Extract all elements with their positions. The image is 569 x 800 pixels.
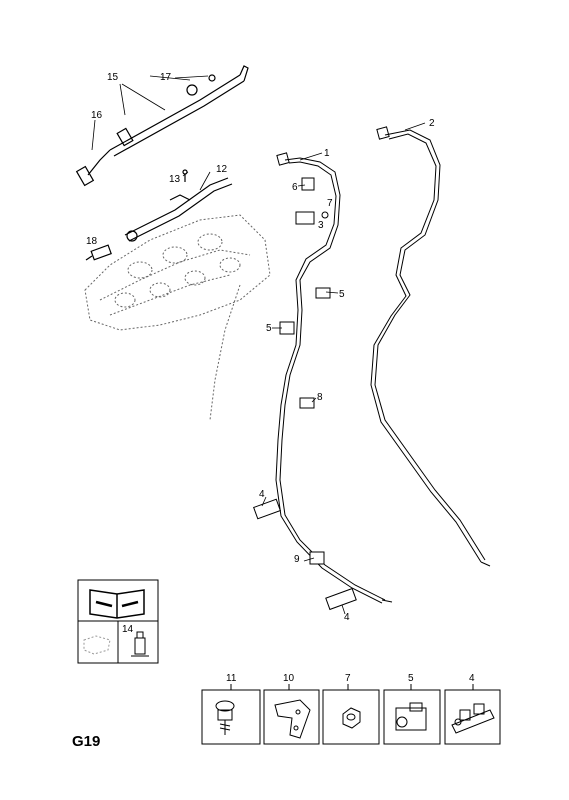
callout-7: 7 [327,198,333,209]
reference-box: 14 [77,579,159,664]
part-5-box: 5 [383,673,441,745]
fuel-rail [75,65,249,187]
bracket-icon [274,699,311,739]
callout-16: 16 [91,110,103,121]
callout-18: 18 [86,236,98,247]
callout-12: 12 [216,164,228,175]
parts-strip: 11 10 7 [201,673,501,745]
fuel-rail-lower [124,169,233,242]
fuel-line-2 [370,126,491,567]
callout-15: 15 [107,72,119,83]
callout-5-lower: 5 [266,323,272,334]
engine-manifold-sketch [84,214,271,421]
injector-18 [85,244,112,261]
callout-4-upper: 4 [259,489,265,500]
callout-3: 3 [318,220,324,231]
part-7-box: 7 [322,673,380,745]
callout-17: 17 [160,72,172,83]
callout-13: 13 [169,174,181,185]
part-4-box: 4 [444,673,501,745]
callout-6: 6 [292,182,298,193]
page-code: G19 [72,733,101,750]
strip-label-11: 11 [226,673,237,684]
strip-label-10: 10 [283,673,295,684]
fuel-line-1 [275,152,393,604]
part-10-box: 10 [263,673,320,745]
dashed-part-icon [83,635,111,655]
strip-label-7: 7 [345,673,351,684]
callout-1: 1 [324,148,330,159]
clips [253,177,357,611]
callout-14: 14 [122,624,134,635]
sensor-icon [131,631,149,657]
strip-label-4: 4 [469,673,475,684]
part-11-box: 11 [201,673,261,745]
manual-tools-icon [89,589,145,619]
leader-lines [91,75,426,615]
callout-4-lower: 4 [344,612,350,623]
bolt-icon [215,700,235,735]
clip-icon [395,702,427,731]
callout-2: 2 [429,118,435,129]
callout-5-upper: 5 [339,289,345,300]
callout-8: 8 [317,392,323,403]
strip-label-5: 5 [408,673,414,684]
callout-9: 9 [294,554,300,565]
nut-icon [342,707,361,729]
double-clip-icon [451,703,495,734]
